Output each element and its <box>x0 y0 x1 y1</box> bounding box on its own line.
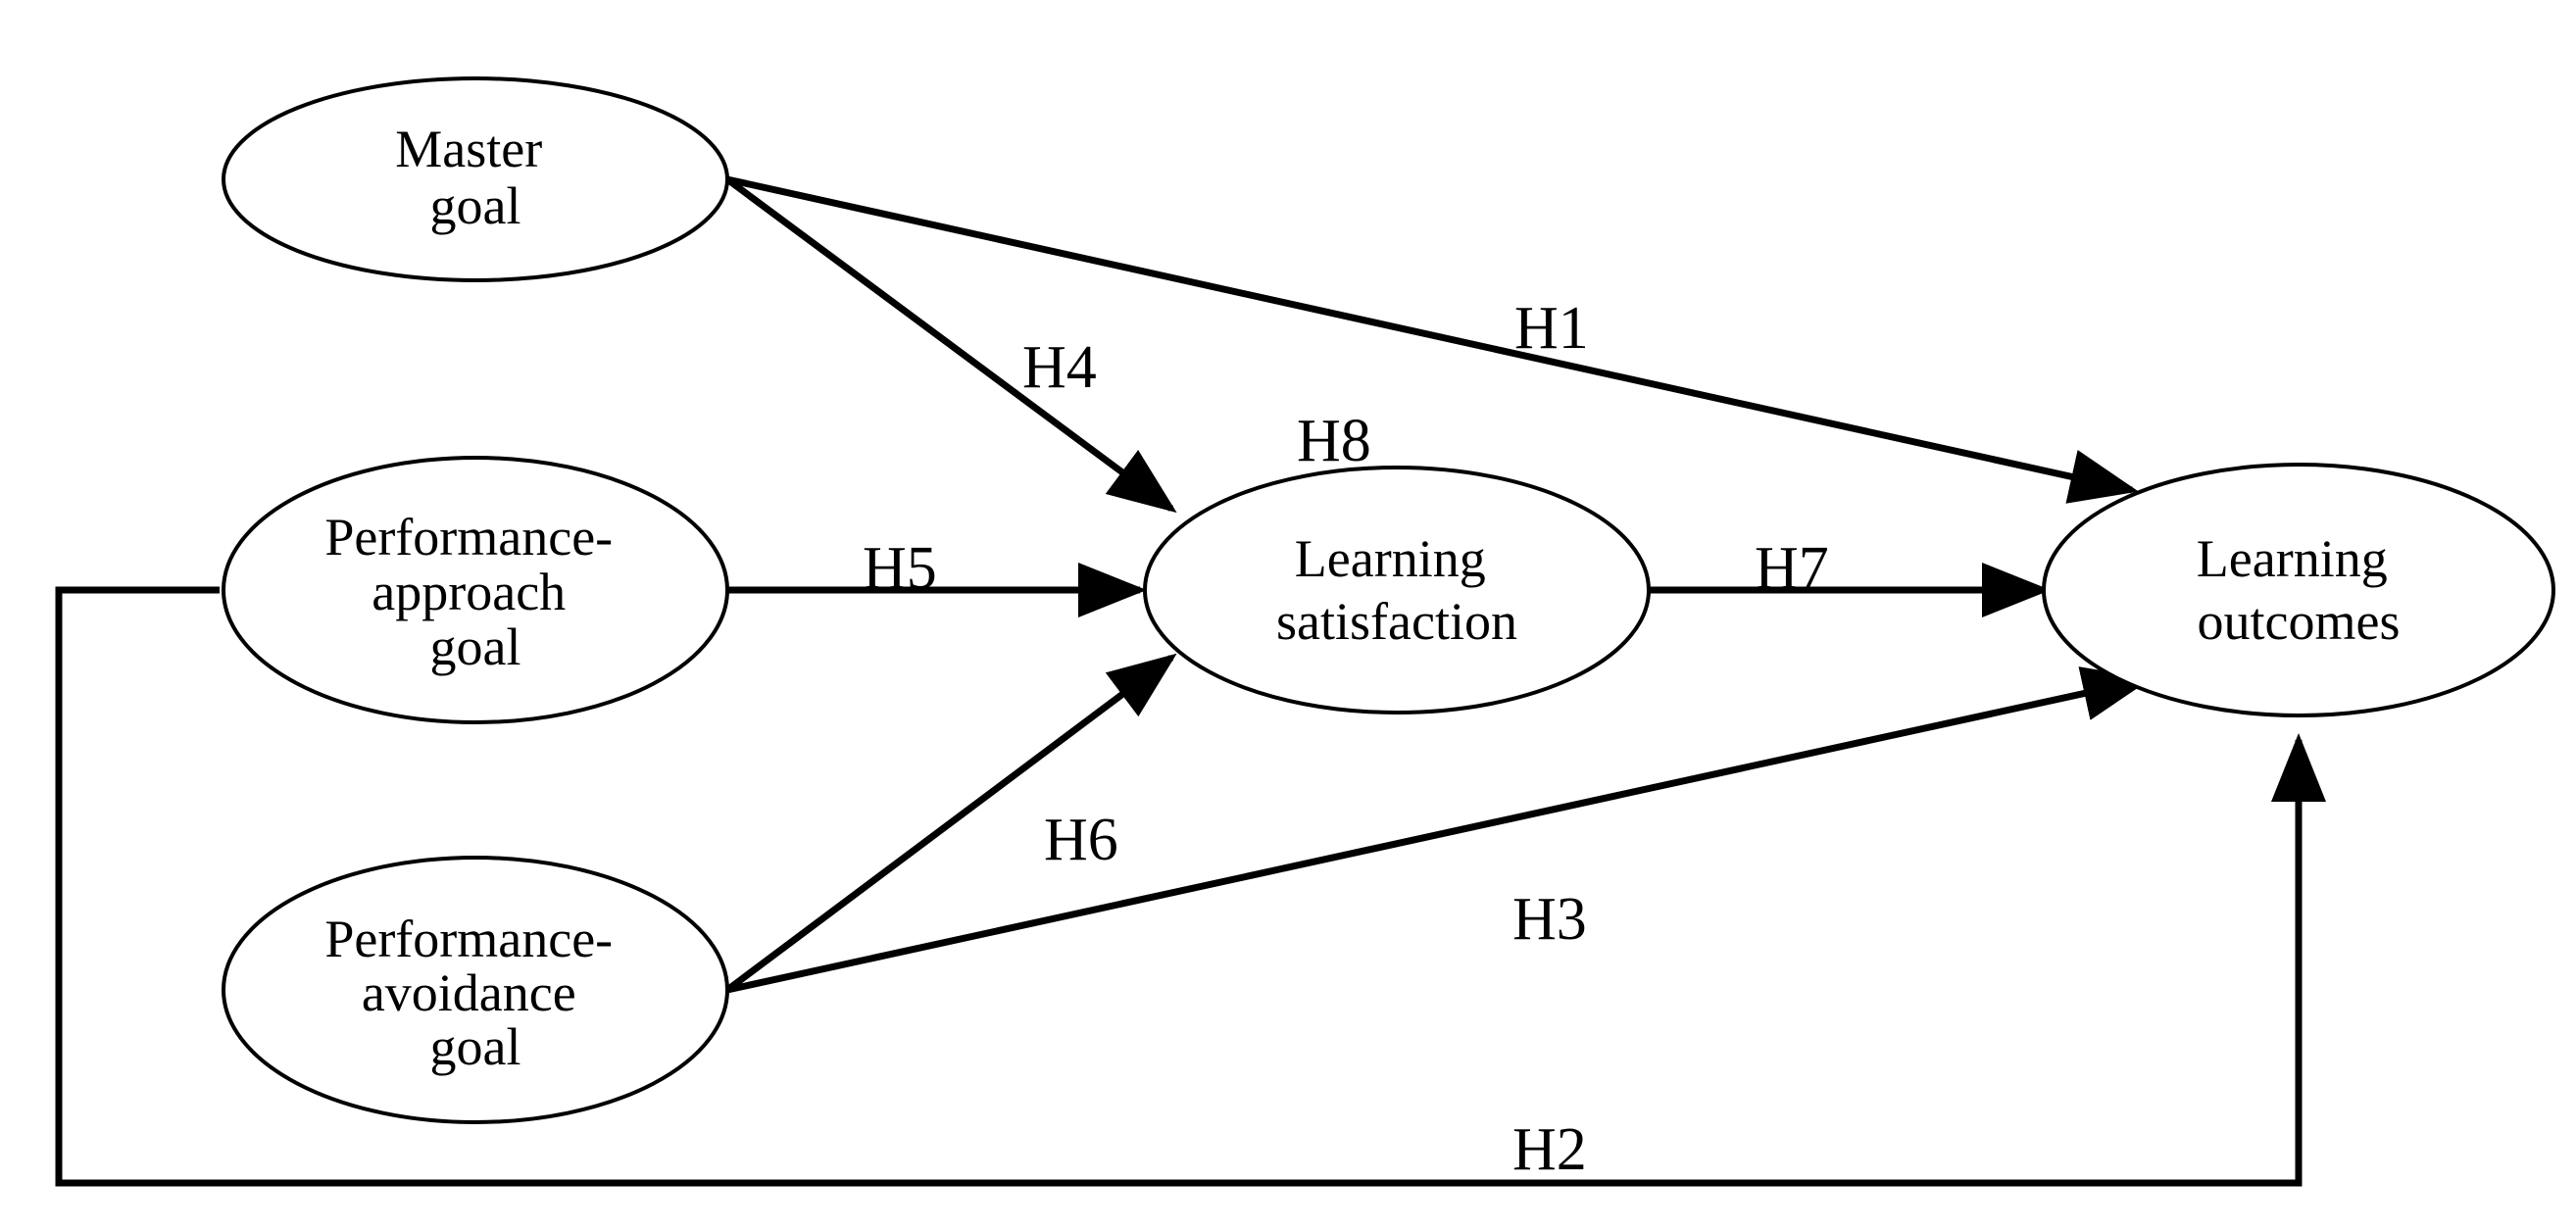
label-h8: H8 <box>1297 408 1371 474</box>
node-learning-outcomes: Learning outcomes <box>2042 463 2555 717</box>
node-master-line-1: Master <box>395 120 542 178</box>
svg-text:Performance- approach: Performance- approach goal <box>324 508 625 676</box>
label-h5: H5 <box>863 535 937 602</box>
node-approach-line-2: approach <box>372 563 566 621</box>
svg-text:Learning satisfaction: Learning satisfaction <box>1276 529 1517 651</box>
node-master-goal: Master goal <box>222 76 729 282</box>
svg-text:Performance- avoidance: Performance- avoidance goal <box>324 910 625 1076</box>
label-h3: H3 <box>1512 886 1587 953</box>
edge-h3 <box>726 666 2152 994</box>
edge-h4 <box>724 176 1177 514</box>
label-h1: H1 <box>1514 295 1589 362</box>
node-outcomes-line-1: Learning <box>2197 529 2388 588</box>
node-satisfaction-line-1: Learning <box>1295 529 1486 588</box>
node-outcomes-line-2: outcomes <box>2198 592 2401 651</box>
edge-h6 <box>724 653 1177 993</box>
node-approach-line-3: goal <box>430 617 521 676</box>
node-approach-line-1: Performance- <box>324 508 613 567</box>
label-h2: H2 <box>1512 1116 1587 1183</box>
edge-h1 <box>726 175 2139 504</box>
node-learning-satisfaction: Learning satisfaction <box>1143 466 1651 715</box>
node-avoidance-line-3: goal <box>430 1017 521 1076</box>
label-h4: H4 <box>1022 334 1097 401</box>
node-performance-avoidance-goal: Performance- avoidance goal <box>222 856 729 1124</box>
label-h6: H6 <box>1044 807 1118 873</box>
node-master-line-2: goal <box>430 176 521 235</box>
node-performance-approach-goal: Performance- approach goal <box>222 456 729 724</box>
node-satisfaction-line-2: satisfaction <box>1276 592 1517 651</box>
node-avoidance-line-2: avoidance <box>362 963 576 1022</box>
svg-text:Master goal: Master goal <box>395 120 555 235</box>
node-avoidance-line-1: Performance- <box>324 910 613 968</box>
svg-text:Learning outcomes: Learning outcomes <box>2197 529 2401 651</box>
label-h7: H7 <box>1755 535 1829 602</box>
edge-h2 <box>55 586 2326 1187</box>
